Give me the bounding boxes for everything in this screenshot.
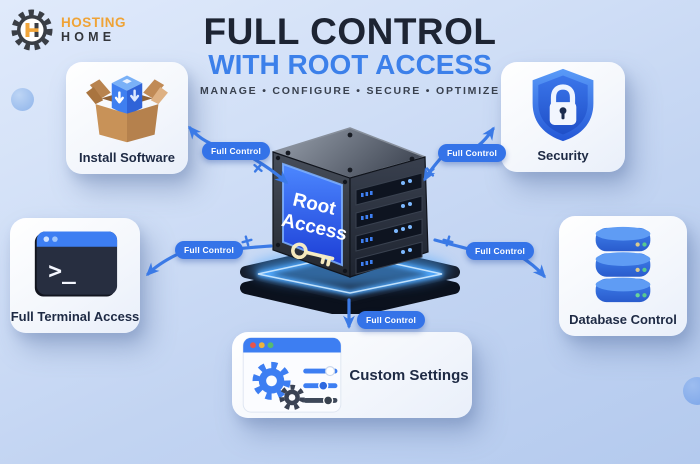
card-label: Database Control (569, 312, 677, 327)
page-subtitle: WITH ROOT ACCESS (208, 49, 492, 80)
page-tagline: MANAGE • CONFIGURE • SECURE • OPTIMIZE (200, 85, 500, 98)
terminal-prompt: >_ (48, 258, 76, 284)
terminal-icon: >_ (34, 230, 118, 297)
arrow-to-terminal (145, 253, 178, 277)
full-control-badge-terminal: Full Control (175, 241, 244, 259)
page-title: FULL CONTROL (203, 11, 497, 52)
security-icon (501, 62, 625, 148)
card-label: Install Software (78, 150, 176, 165)
decorative-dot-right (683, 377, 700, 405)
full-control-badge-security: Full Control (438, 144, 507, 162)
brand-name-line2: HOME (61, 29, 116, 44)
brand-logo: HOSTING HOME (10, 8, 126, 52)
settings-window-icon (242, 337, 342, 413)
header: FULL CONTROL WITH ROOT ACCESS MANAGE • C… (0, 13, 700, 97)
install-software-icon (66, 62, 188, 150)
database-icon-wrap (559, 216, 687, 312)
card-label: Security (537, 148, 589, 163)
card-label: Full Terminal Access (10, 309, 140, 324)
db-disc-top (595, 226, 651, 252)
card-database-control: Database Control (559, 216, 687, 336)
gear-logo-icon (11, 9, 53, 51)
full-control-badge-database: Full Control (466, 242, 535, 260)
terminal-icon-wrap: >_ (10, 218, 140, 309)
db-disc-bottom (595, 277, 651, 303)
card-label: Custom Settings (349, 366, 469, 384)
gear-small-icon (279, 384, 305, 411)
root-access-cube: Root Access (240, 127, 460, 314)
sliders-icon (303, 366, 338, 406)
db-disc-middle (595, 252, 651, 277)
card-install-software: Install Software (66, 62, 188, 174)
key-icon (291, 242, 335, 267)
database-icon (595, 226, 651, 303)
card-security: Security (501, 62, 625, 172)
brand-name: HOSTING HOME (61, 14, 127, 45)
cube-screen-face: Root Access (272, 151, 351, 278)
full-control-badge-custom: Full Control (357, 311, 426, 329)
brand-name-line1: HOSTING (61, 14, 127, 30)
software-box-icon (86, 75, 168, 143)
card-custom-settings: Custom Settings (232, 332, 472, 418)
cube-server-face (349, 156, 429, 278)
decorative-dot-left (11, 88, 34, 111)
shield-lock-icon (532, 68, 594, 142)
full-control-badge-install: Full Control (202, 142, 271, 160)
card-full-terminal-access: >_ Full Terminal Access (10, 218, 140, 333)
gear-large-icon (252, 361, 291, 400)
